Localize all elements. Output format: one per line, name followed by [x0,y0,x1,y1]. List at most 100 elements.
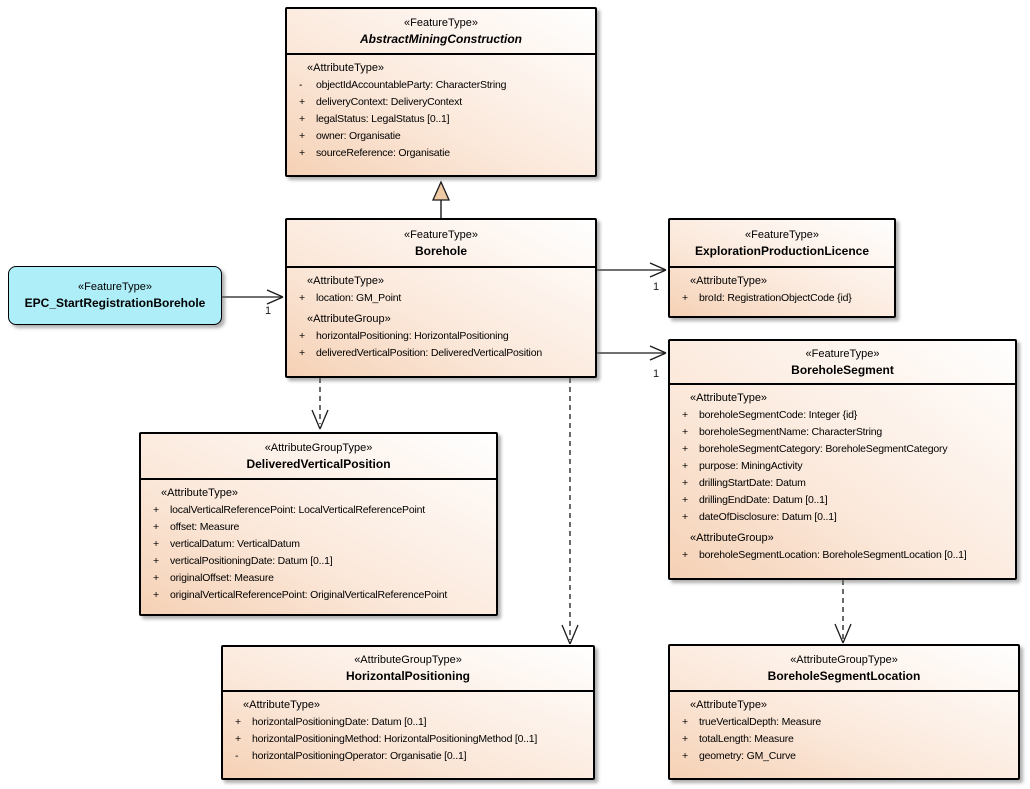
attribute-text: horizontalPositioning: HorizontalPositio… [316,330,509,342]
class-header: «FeatureType»EPC_StartRegistrationBoreho… [9,267,221,323]
section-stereotype: «AttributeGroup» [307,313,391,325]
attribute-visibility: + [299,330,306,342]
attribute-text: horizontalPositioningOperator: Organisat… [252,750,467,762]
class-attribute-compartment: «AttributeType»+trueVerticalDepth: Measu… [670,692,1018,765]
dependency-arrow-borehole-to-horizontalpositioning[interactable] [561,378,579,645]
attribute-visibility: + [682,460,689,472]
class-stereotype: «FeatureType» [745,228,819,241]
attribute-visibility: + [682,716,689,728]
attribute-text: originalVerticalReferencePoint: Original… [170,589,448,601]
attribute-text: verticalPositioningDate: Datum [0..1] [170,555,333,567]
class-name: DeliveredVerticalPosition [246,456,391,471]
class-header: «AttributeGroupType»HorizontalPositionin… [223,647,593,692]
attribute-visibility: + [682,477,689,489]
attribute-visibility: + [682,494,689,506]
class-name: BoreholeSegmentLocation [767,668,921,683]
uml-class-abstract-mining-construction[interactable]: «FeatureType»AbstractMiningConstruction«… [285,7,597,177]
attribute-visibility: + [299,113,306,125]
attribute-row: +geometry: GM_Curve [670,748,1018,765]
attribute-visibility: - [299,79,303,91]
attribute-text: drillingEndDate: Datum [0..1] [699,494,828,506]
attribute-text: deliveryContext: DeliveryContext [316,96,462,108]
association-arrow-borehole-to-boreholesegment[interactable]: 1 [597,345,667,380]
dependency-arrow-boreholesegment-to-boreholesegmentlocation[interactable] [834,580,852,644]
class-name: AbstractMiningConstruction [360,31,522,46]
attribute-row: + verticalPositioningDate: Datum [0..1] [141,553,496,570]
attribute-text: objectIdAccountableParty: CharacterStrin… [316,79,507,91]
attribute-visibility: + [682,443,689,455]
uml-class-borehole-segment[interactable]: «FeatureType»BoreholeSegment«AttributeTy… [668,339,1017,580]
section-stereotype: «AttributeType» [690,275,768,287]
attribute-row: + trueVerticalDepth: Measure [670,714,1018,731]
attribute-row: + horizontalPositioning: HorizontalPositi… [287,328,595,345]
section-stereotype: «AttributeType» [307,62,385,74]
attribute-row: + horizontalPositioningDate: Datum [0..1] [223,714,593,731]
association-arrow-borehole-to-explorationproductionlicence[interactable]: 1 [597,262,667,293]
attribute-visibility: + [299,96,306,108]
attribute-text: purpose: MiningActivity [699,460,803,472]
class-name: ExplorationProductionLicence [694,243,870,258]
class-header: «FeatureType»Borehole [287,220,595,268]
class-stereotype: «AttributeGroupType» [264,441,373,454]
dependency-arrow-borehole-to-deliveredverticalposition[interactable] [311,378,329,430]
class-stereotype: «FeatureType» [404,228,478,241]
multiplicity-label: 1 [653,368,659,380]
class-attribute-compartment: «AttributeType» +localVerticalReferencePo… [141,480,496,604]
association-arrow-epc-to-borehole[interactable]: 1 [222,289,284,317]
class-attribute-compartment: «AttributeType»+horizontalPositioningDat… [223,692,593,765]
attribute-text: boreholeSegmentCode: Integer {id} [699,409,858,421]
attribute-text: offset: Measure [170,521,240,533]
attribute-visibility: + [153,555,160,567]
attribute-text: horizontalPositioningMethod: HorizontalP… [252,733,538,745]
attribute-text: boreholeSegmentCategory: BoreholeSegment… [699,443,948,455]
attribute-text: horizontalPositioningDate: Datum [0..1] [252,716,427,728]
attribute-row: +boreholeSegmentName: CharacterString [670,424,1015,441]
attribute-row: +boreholeSegmentLocation: BoreholeSegmen… [670,547,1015,564]
attribute-text: owner: Organisatie [316,130,401,142]
attribute-row: +sourceReference: Organisatie [287,145,595,162]
attribute-row: +originalVerticalReferencePoint: Origina… [141,587,496,604]
uml-class-borehole-segment-location[interactable]: «AttributeGroupType»BoreholeSegmentLocat… [668,644,1020,780]
attribute-text: broId: RegistrationObjectCode {id} [699,292,852,304]
uml-class-borehole[interactable]: «FeatureType»Borehole «AttributeType» +loc… [285,218,597,378]
attribute-text: legalStatus: LegalStatus [0..1] [316,113,450,125]
attribute-row: +localVerticalReferencePoint: LocalVerti… [141,502,496,519]
attribute-visibility: + [299,130,306,142]
class-attribute-compartment: «AttributeType»+boreholeSegmentCode: Int… [670,385,1015,564]
section-stereotype: «AttributeType» [243,699,321,711]
attribute-visibility: + [235,716,242,728]
attribute-row: + legalStatus: LegalStatus [0..1] [287,111,595,128]
attribute-row: +drillingStartDate: Datum [670,475,1015,492]
class-stereotype: «FeatureType» [78,280,152,293]
attribute-visibility: + [153,504,160,516]
uml-class-horizontal-positioning[interactable]: «AttributeGroupType»HorizontalPositionin… [221,645,595,780]
attribute-text: trueVerticalDepth: Measure [699,716,822,728]
attribute-visibility: + [299,292,306,304]
uml-class-epc-start-registration-borehole[interactable]: «FeatureType»EPC_StartRegistrationBoreho… [8,266,222,325]
attribute-row: +boreholeSegmentCode: Integer {id} [670,407,1015,424]
attribute-visibility: + [235,733,242,745]
class-header: «AttributeGroupType»BoreholeSegmentLocat… [670,646,1018,692]
attribute-visibility: + [299,347,306,359]
uml-class-exploration-production-licence[interactable]: «FeatureType» ExplorationProductionLicenc… [668,218,896,318]
class-header: «FeatureType»BoreholeSegment [670,341,1015,385]
attribute-row: +deliveredVerticalPosition: DeliveredVer… [287,345,595,362]
attribute-visibility: + [682,292,689,304]
class-name: HorizontalPositioning [346,669,470,683]
attribute-row: + purpose: MiningActivity [670,458,1015,475]
class-stereotype: «FeatureType» [805,347,880,360]
attribute-text: originalOffset: Measure [170,572,274,584]
section-stereotype: «AttributeType» [307,275,385,287]
class-attribute-compartment: «AttributeType»- objectIdAccountableParty… [287,55,595,162]
attribute-visibility: + [682,511,689,523]
attribute-row: + owner: Organisatie [287,128,595,145]
section-stereotype: «AttributeType» [161,487,239,499]
class-header: «AttributeGroupType» DeliveredVerticalPos… [141,434,496,480]
uml-class-delivered-vertical-position[interactable]: «AttributeGroupType» DeliveredVerticalPos… [139,432,498,616]
generalization-arrow-borehole-to-abstractminingconstruction[interactable] [431,180,451,218]
attribute-row: +location: GM_Point [287,290,595,307]
attribute-row: + deliveryContext: DeliveryContext [287,94,595,111]
attribute-row: +totalLength: Measure [670,731,1018,748]
multiplicity-label: 1 [653,281,659,293]
